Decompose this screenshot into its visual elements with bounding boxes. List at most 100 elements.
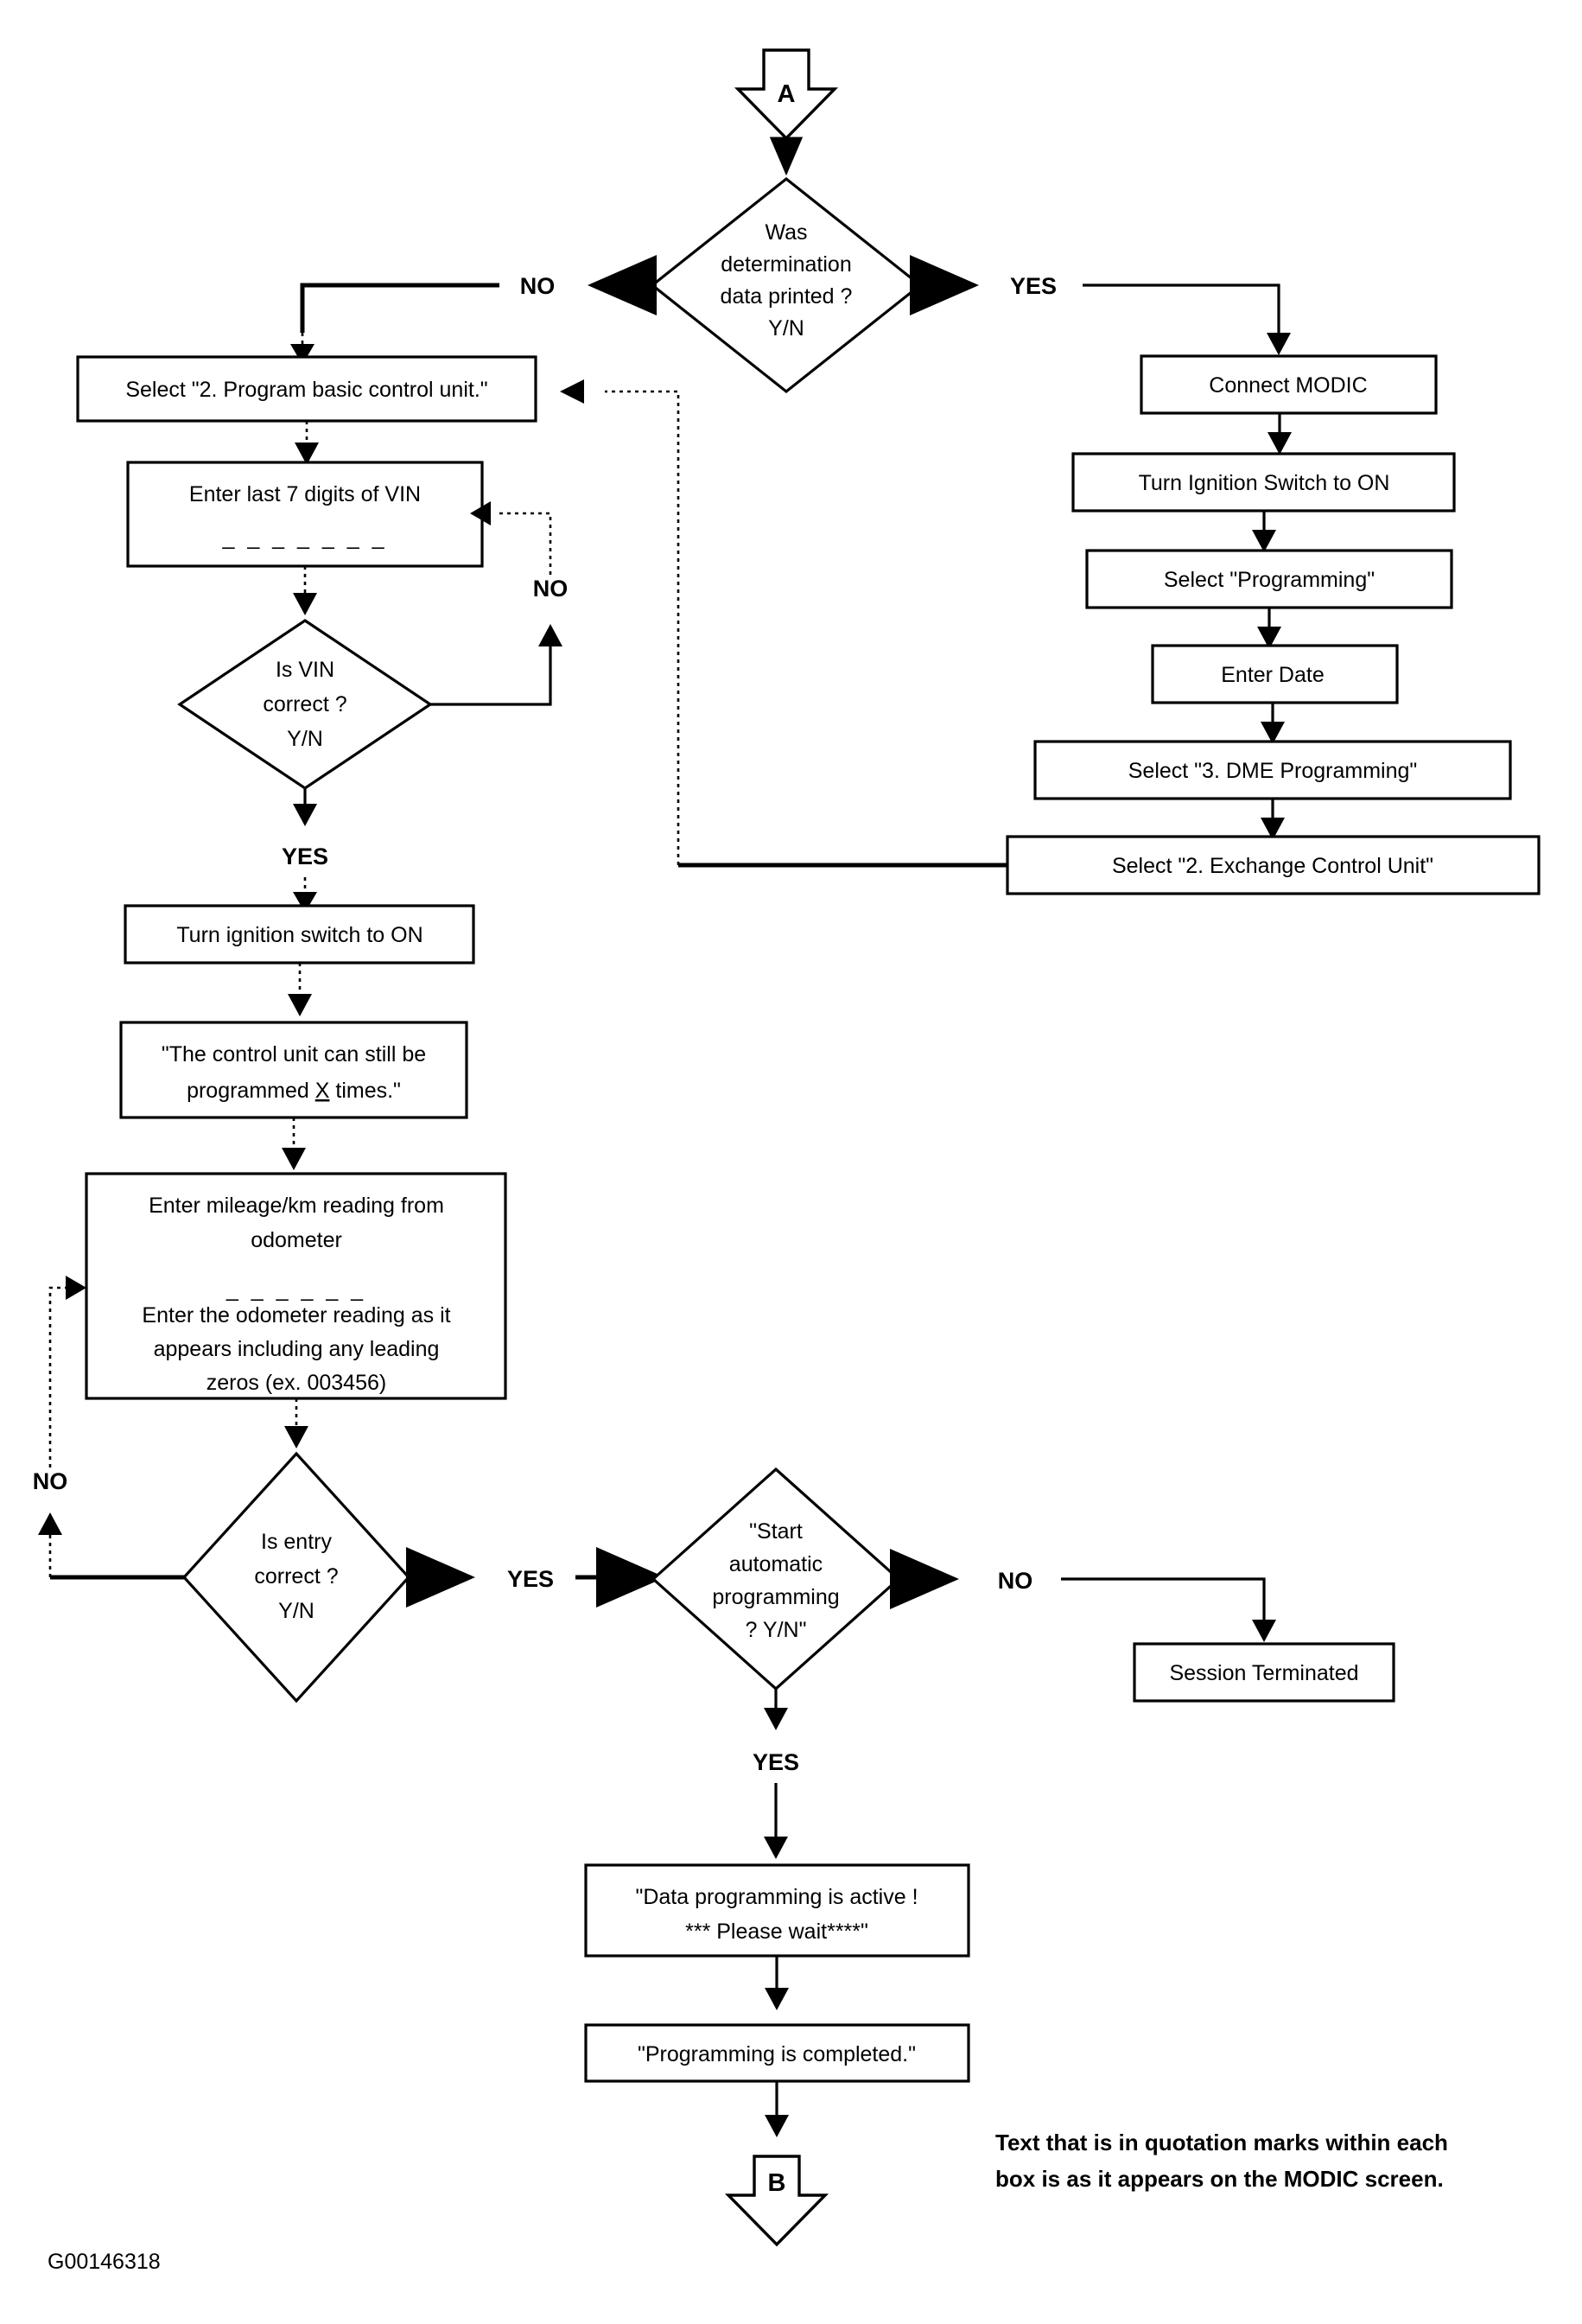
box-session-terminated-label: Session Terminated [1169, 1661, 1358, 1685]
arrow-into-session-terminated [1252, 1620, 1276, 1642]
box-connect-modic: Connect MODIC [1140, 354, 1438, 415]
arrow-into-mileage-box [282, 1148, 306, 1170]
arrow-into-select-dme [1261, 722, 1285, 744]
arrow-into-connect-modic [1267, 333, 1291, 355]
arrow-decision2-yes-down [293, 804, 317, 826]
box-turn-ignition-right-label: Turn Ignition Switch to ON [1139, 471, 1390, 495]
arrow-into-select-program-basic-right [560, 379, 584, 404]
box-mileage-line2: odometer [251, 1228, 342, 1252]
arrow-into-programming-completed [765, 1988, 789, 2010]
box-enter-mileage-odometer: Enter mileage/km reading from odometer _… [85, 1172, 507, 1400]
decision-was-determination-data-printed: Was determination data printed ? Y/N [650, 176, 923, 394]
decision4-line3: programming [712, 1585, 839, 1609]
box-control-unit-x-value: X [315, 1079, 330, 1103]
decision3-line3: Y/N [278, 1599, 314, 1623]
box-control-unit-line2-c: times." [329, 1079, 401, 1103]
box-data-programming-is-active: "Data programming is active ! *** Please… [584, 1863, 970, 1958]
arrow-into-select-exchange [1261, 818, 1285, 840]
box-mileage-blanks: _ _ _ _ _ _ [226, 1277, 366, 1302]
arrow-into-vin-right [470, 501, 491, 525]
box-select-programming: Select "Programming" [1085, 549, 1453, 609]
decision3-yes-label: YES [507, 1566, 554, 1592]
decision-is-vin-correct: Is VIN correct ? Y/N [177, 619, 433, 790]
box-enter-vin-label: Enter last 7 digits of VIN [189, 482, 421, 506]
box-select-dme-label: Select "3. DME Programming" [1128, 759, 1418, 783]
box-turn-ignition-left-label: Turn ignition switch to ON [176, 923, 423, 947]
box-turn-ignition-switch-to-on-left: Turn ignition switch to ON [124, 904, 475, 965]
box-enter-date: Enter Date [1151, 644, 1399, 704]
decision2-line1: Is VIN [276, 658, 334, 682]
decision1-line3: data printed ? [721, 284, 853, 309]
edge-decision4-no-path [1061, 1577, 1266, 1627]
box-data-programming-line2: *** Please wait****" [685, 1920, 868, 1944]
edge-decision2-no-return [499, 512, 552, 575]
arrow-into-data-programming [764, 1837, 788, 1859]
arrow-decision2-no-up [538, 624, 562, 646]
box-session-terminated: Session Terminated [1133, 1642, 1395, 1703]
decision1-line2: determination [721, 252, 851, 277]
decision2-line3: Y/N [287, 727, 323, 751]
connector-b-label: B [768, 2169, 786, 2197]
decision2-yes-label: YES [282, 844, 328, 869]
note-line-2: box is as it appears on the MODIC screen… [995, 2166, 1444, 2192]
decision4-yes-label: YES [753, 1749, 799, 1775]
box-mileage-line4: Enter the odometer reading as it [142, 1303, 450, 1328]
box-select-programming-label: Select "Programming" [1164, 568, 1375, 592]
edge-exchange-feedback-up [605, 390, 680, 865]
box-enter-vin-blanks: _ _ _ _ _ _ _ [221, 525, 387, 550]
arrow-decision4-yes-down [764, 1708, 788, 1730]
box-select-program-basic-control-unit: Select "2. Program basic control unit." [76, 355, 537, 423]
decision2-line2: correct ? [263, 692, 346, 716]
box-select-2-exchange-control-unit: Select "2. Exchange Control Unit" [1006, 835, 1541, 895]
arrow-into-enter-vin [295, 443, 319, 465]
decision4-line2: automatic [729, 1552, 823, 1576]
box-programming-is-completed: "Programming is completed." [584, 2023, 970, 2083]
box-programming-completed-label: "Programming is completed." [638, 2042, 916, 2066]
box-control-unit-can-still-be-programmed: "The control unit can still be programme… [119, 1021, 468, 1119]
box-select-3-dme-programming: Select "3. DME Programming" [1033, 740, 1512, 800]
edge-decision1-yes-path [1083, 283, 1280, 341]
arrow-into-turn-ignition-left [293, 892, 317, 913]
edge-decision1-no-path [300, 283, 499, 333]
box-mileage-line6: zeros (ex. 003456) [206, 1371, 386, 1395]
note-line-1: Text that is in quotation marks within e… [995, 2130, 1448, 2155]
decision1-line1: Was [765, 220, 807, 245]
arrow-into-select-program-basic [290, 344, 314, 365]
decision1-yes-label: YES [1010, 273, 1057, 299]
decision1-line4: Y/N [768, 316, 804, 341]
decision4-line1: "Start [749, 1519, 803, 1544]
connector-b: B [724, 2155, 829, 2247]
box-mileage-line1: Enter mileage/km reading from [149, 1194, 444, 1218]
box-control-unit-line2-a: programmed [187, 1079, 315, 1103]
box-mileage-line5: appears including any leading [154, 1337, 440, 1361]
box-control-unit-line2: programmed X times." [187, 1079, 401, 1103]
box-select-exchange-label: Select "2. Exchange Control Unit" [1112, 854, 1433, 878]
box-connect-modic-label: Connect MODIC [1209, 373, 1367, 398]
decision2-no-label: NO [533, 576, 569, 602]
arrow-into-turn-ignition-right [1268, 432, 1292, 455]
decision3-line2: correct ? [254, 1564, 338, 1589]
decision1-no-label: NO [520, 273, 556, 299]
arrow-decision3-no-up [38, 1512, 62, 1535]
arrow-into-select-programming [1252, 530, 1276, 552]
arrow-into-control-unit-message [288, 994, 312, 1016]
box-enter-last-7-digits-of-vin: Enter last 7 digits of VIN _ _ _ _ _ _ _ [126, 461, 484, 568]
diagram-id-label: G00146318 [48, 2250, 161, 2274]
decision4-no-label: NO [998, 1568, 1033, 1594]
box-control-unit-line1: "The control unit can still be [162, 1042, 426, 1066]
arrow-into-mileage-left [66, 1276, 86, 1300]
connector-a-label: A [778, 80, 796, 108]
box-turn-ignition-switch-to-on-right: Turn Ignition Switch to ON [1071, 452, 1456, 513]
arrow-into-decision2 [293, 593, 317, 615]
box-enter-date-label: Enter Date [1221, 663, 1325, 687]
edge-decision2-no-path [430, 640, 552, 706]
decision3-line1: Is entry [261, 1530, 332, 1554]
arrow-into-enter-date [1257, 627, 1281, 649]
box-select-program-basic-label: Select "2. Program basic control unit." [125, 378, 487, 402]
arrow-into-connector-b [765, 2115, 789, 2137]
edge-decision3-no-return [48, 1286, 73, 1468]
box-data-programming-line1: "Data programming is active ! [635, 1885, 918, 1909]
arrow-into-decision3 [284, 1426, 308, 1449]
